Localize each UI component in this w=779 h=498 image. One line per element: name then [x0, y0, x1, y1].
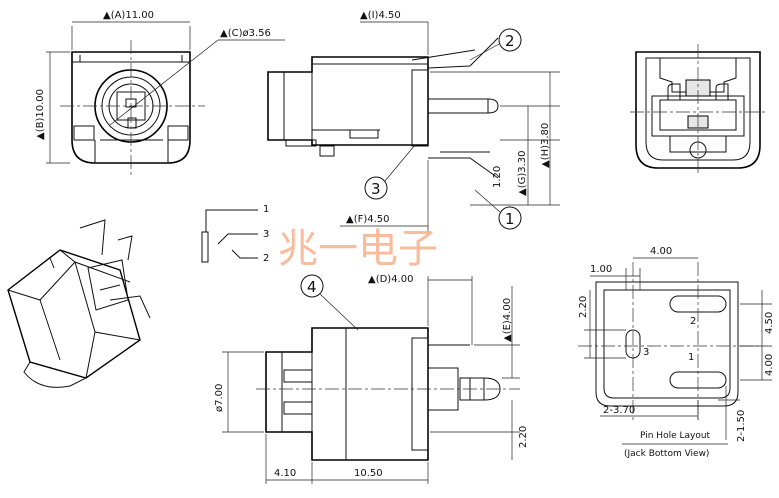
watermark-text: 兆一电子: [278, 226, 438, 272]
pin-label-2: 2: [263, 253, 269, 264]
side-view: ▲(I)4.50 ▲(H)3.80 ▲(G)3.30 1.20 ▲(F)4.50…: [267, 10, 560, 232]
iso-view: [7, 219, 151, 388]
rear-view: [630, 44, 766, 176]
dim-dia7: ø7.00: [214, 384, 225, 412]
dim-I: ▲(I)4.50: [360, 10, 401, 21]
dim-layout-150: 2-1.50: [736, 410, 747, 442]
bottom-view: ▲(D)4.00 ▲(E)4.00 2.20 ø7.00 4.10 10.50 …: [214, 274, 529, 484]
callout-2: 2: [505, 32, 515, 50]
hole-label-1: 1: [688, 352, 694, 363]
layout-title: Pin Hole Layout: [640, 431, 711, 441]
dim-layout-400: 4.00: [650, 246, 672, 257]
pin-label-3: 3: [263, 229, 269, 240]
schematic: 1 3 2: [201, 204, 269, 264]
front-view: ▲(A)11.00 ▲(B)10.00 ▲(C)ø3.56: [35, 10, 285, 175]
dim-B: ▲(B)10.00: [35, 89, 46, 140]
callout-1: 1: [505, 210, 515, 228]
dim-layout-370: 2-3.70: [603, 405, 635, 416]
pin-label-1: 1: [263, 204, 269, 215]
callout-3: 3: [371, 180, 381, 198]
dim-depth-220: 2.20: [518, 426, 529, 448]
dim-layout-450: 4.50: [764, 312, 775, 334]
dim-len-410: 4.10: [274, 468, 296, 479]
dim-layout-100: 1.00: [590, 264, 612, 275]
dim-A: ▲(A)11.00: [103, 10, 154, 21]
dim-E: ▲(E)4.00: [502, 298, 513, 342]
layout-subtitle: (Jack Bottom View): [624, 449, 709, 459]
pin-hole-layout: 2 3 1 4.00 1.00 2.20 4.50 4.00 2-3.70 2-…: [578, 246, 775, 459]
dim-G: ▲(G)3.30: [517, 150, 528, 196]
dim-len-1050: 10.50: [354, 468, 383, 479]
hole-label-2: 2: [690, 316, 696, 327]
dim-D: ▲(D)4.00: [368, 274, 413, 285]
hole-label-3: 3: [643, 347, 649, 358]
dim-pin-gap: 1.20: [492, 166, 503, 188]
dim-H: ▲(H)3.80: [540, 123, 551, 168]
dim-layout-400b: 4.00: [764, 354, 775, 376]
callout-4: 4: [307, 278, 317, 296]
dim-F: ▲(F)4.50: [346, 214, 390, 225]
dim-layout-220: 2.20: [578, 296, 589, 318]
dim-C: ▲(C)ø3.56: [220, 28, 271, 39]
